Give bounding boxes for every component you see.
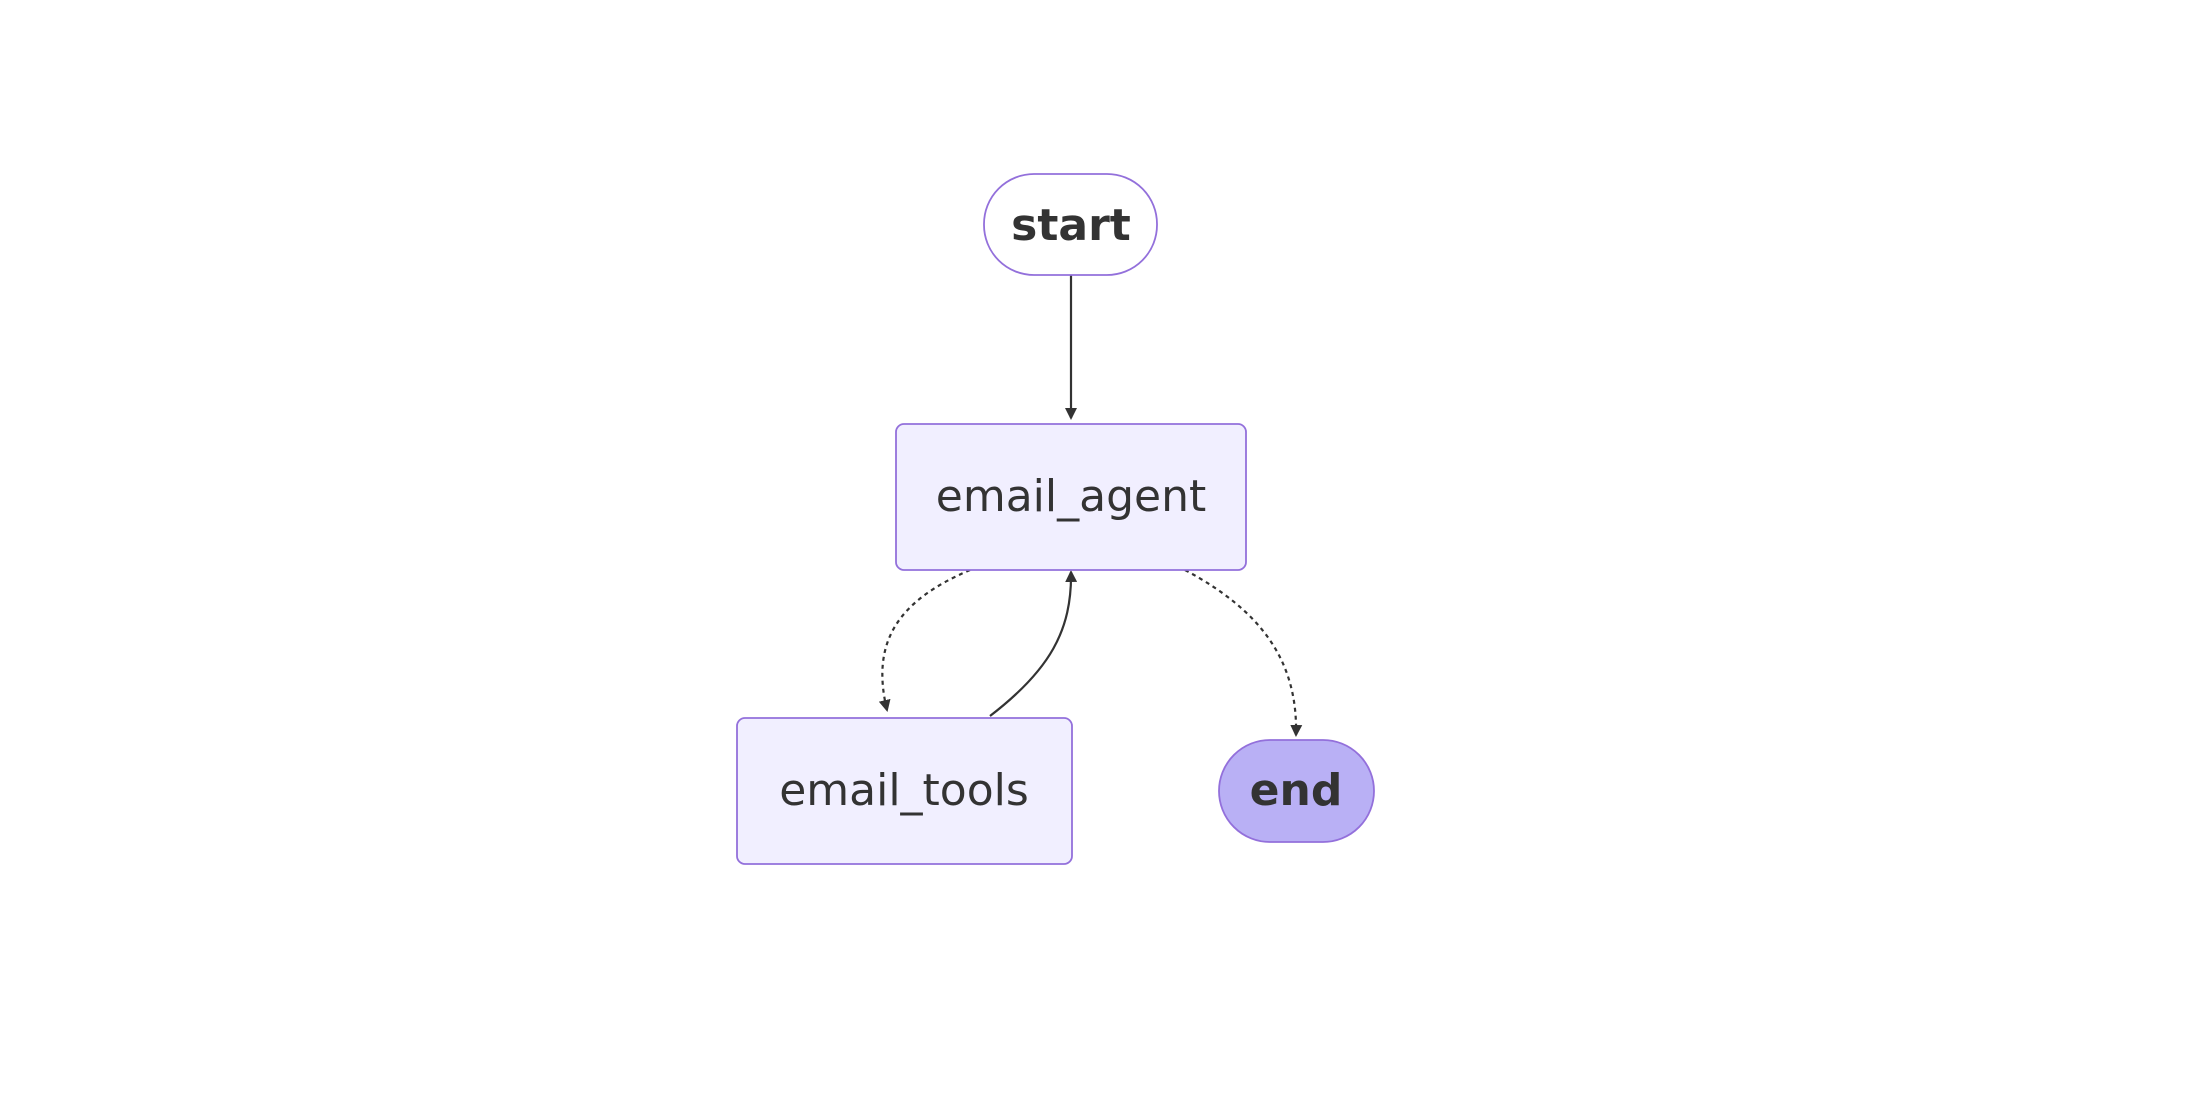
edge-email-agent-to-email-tools bbox=[878, 568, 971, 712]
node-end: end bbox=[1218, 739, 1375, 843]
node-start-label: start bbox=[1011, 200, 1131, 251]
edge-email-agent-to-end bbox=[1184, 569, 1303, 737]
node-email-tools-label: email_tools bbox=[779, 765, 1029, 816]
node-start-shape bbox=[983, 173, 1158, 276]
node-email-tools: email_tools bbox=[736, 717, 1073, 865]
edges bbox=[878, 275, 1303, 737]
node-email-agent-label: email_agent bbox=[936, 471, 1206, 522]
node-email-agent: email_agent bbox=[895, 423, 1247, 571]
edge-email-tools-to-email-agent bbox=[989, 570, 1078, 717]
node-email-tools-shape bbox=[736, 717, 1073, 865]
node-start: start bbox=[983, 173, 1158, 276]
node-email-agent-shape bbox=[895, 423, 1247, 571]
node-end-shape bbox=[1218, 739, 1375, 843]
node-end-label: end bbox=[1250, 765, 1343, 816]
